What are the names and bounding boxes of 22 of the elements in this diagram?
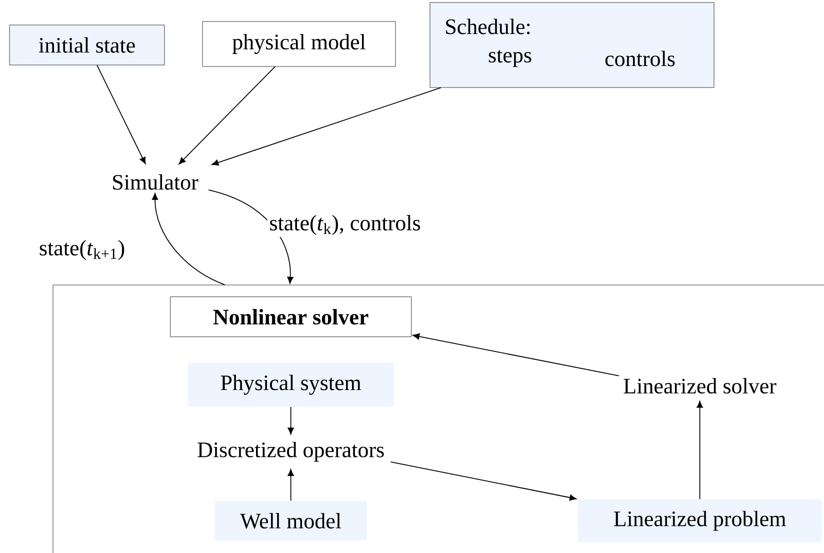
process-label: Discretized operators: [198, 442, 384, 462]
process-label: Simulator: [113, 174, 198, 190]
process-box: Linearized problem: [578, 499, 822, 542]
arrow: [152, 193, 226, 286]
edge-label: state(t$_{k}$), controls: [267, 213, 423, 237]
solver-box: Nonlinear solver: [170, 296, 412, 337]
process-box: Well model: [214, 500, 367, 541]
arrow: [288, 469, 294, 502]
container-box: [52, 284, 824, 553]
input-box: physical model: [202, 21, 396, 67]
edge-label: state(t$_{k+1}$): [40, 240, 124, 260]
arrow: [178, 66, 276, 164]
arrow: [212, 87, 442, 166]
arrow: [96, 64, 146, 164]
arrow: [288, 406, 294, 434]
process-box: Physical system: [188, 362, 394, 407]
arrow: [696, 400, 703, 500]
process-label: Linearized solver: [624, 378, 776, 394]
input-box: initial state: [9, 24, 165, 66]
arrow: [390, 462, 576, 501]
schedule-box: Schedule: steps controls: [430, 2, 714, 88]
arrow: [412, 333, 620, 376]
